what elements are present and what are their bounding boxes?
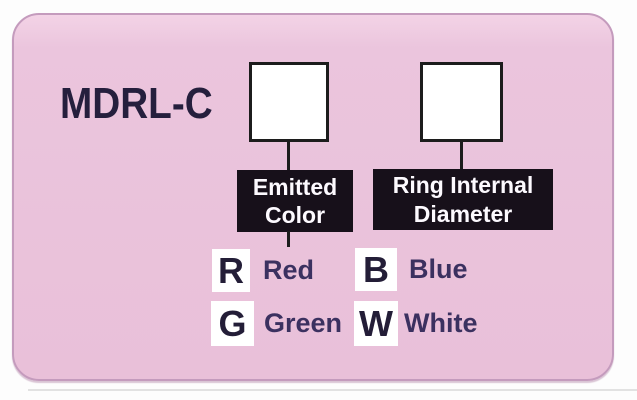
field-label-line-2: Color [264, 202, 326, 228]
option-row-green: G Green [211, 301, 342, 346]
option-name-red: Red [263, 255, 315, 285]
field-label-emitted-color: Emitted Color [237, 170, 353, 232]
option-row-blue: B Blue [355, 248, 468, 291]
connector-line-emitted-color [287, 142, 290, 172]
option-code-chip-g: G [211, 301, 254, 346]
code-placeholder-box-ring-internal-diameter [420, 62, 503, 142]
option-name-white: White [404, 308, 478, 338]
code-placeholder-box-emitted-color [249, 62, 329, 142]
connector-stub-emitted-color [287, 231, 290, 247]
ordering-code-panel: MDRL-C Emitted Color Ring Internal Diame… [12, 13, 614, 381]
option-name-green: Green [264, 308, 343, 338]
option-code-chip-r: R [212, 249, 250, 292]
field-label-ring-internal-diameter: Ring Internal Diameter [373, 169, 553, 230]
model-code-title: MDRL-C [60, 79, 213, 128]
option-code-chip-b: B [355, 248, 397, 291]
page-divider-line [28, 389, 637, 391]
field-label-line-1: Emitted [252, 173, 338, 200]
connector-line-ring-internal-diameter [460, 142, 463, 171]
option-row-red: R Red [212, 249, 314, 292]
option-row-white: W White [354, 301, 478, 346]
option-code-chip-w: W [354, 301, 398, 346]
field-label-line-1: Ring Internal [392, 172, 534, 199]
option-name-blue: Blue [409, 254, 468, 284]
field-label-line-2: Diameter [413, 200, 513, 227]
